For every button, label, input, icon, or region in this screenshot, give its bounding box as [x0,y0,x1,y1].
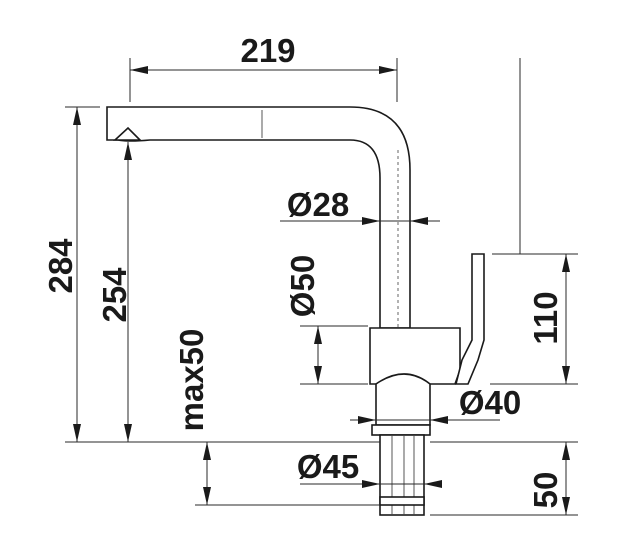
dimension-label-dia28: Ø28 [287,186,349,223]
dimension-label-dia45: Ø45 [297,448,359,485]
dimension-label-219: 219 [240,32,295,69]
shank-clamp [379,496,425,506]
base-collar [375,373,431,426]
dimension-label-dia40: Ø40 [459,384,521,421]
dimension-label-110: 110 [527,291,564,344]
spout-aerator [112,126,142,141]
lever-handle [454,253,485,385]
mounting-nut [371,424,431,436]
faucet-outline [106,106,485,516]
dimension-label-50: 50 [527,472,564,509]
extension-lines [65,58,578,516]
dimension-label-254: 254 [96,267,133,323]
spout [106,106,411,329]
dimension-label-284: 284 [42,238,79,294]
dimension-label-max50: max50 [173,329,210,432]
dimension-label-dia50: Ø50 [284,255,321,317]
dimension-lines [73,66,570,515]
